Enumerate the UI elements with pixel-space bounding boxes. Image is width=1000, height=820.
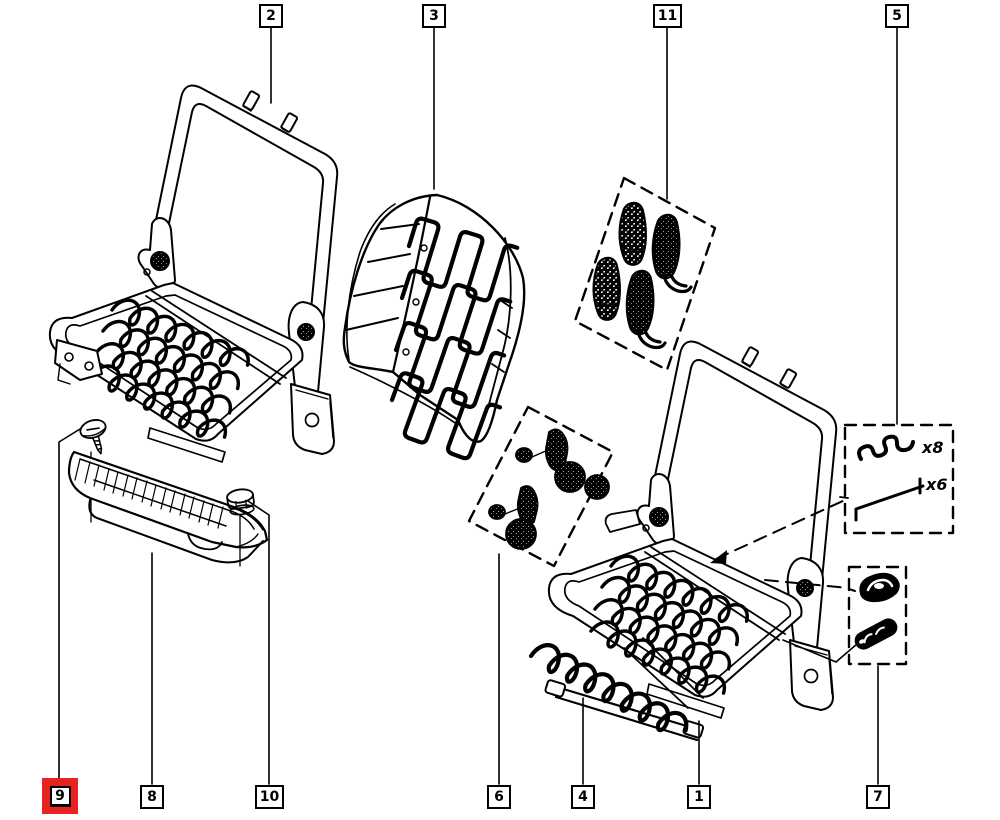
callout-7[interactable]: 7 (866, 785, 890, 809)
callout-leader-lines (58, 27, 898, 785)
callout-9[interactable]: 9 (49, 785, 71, 807)
callout-10[interactable]: 10 (255, 785, 284, 809)
callout-number: 11 (657, 8, 678, 24)
backrest-pad-drawing (342, 193, 526, 464)
trim-parts-box-drawing (847, 565, 908, 666)
rod-drawing (854, 477, 925, 522)
knob-kit-drawing (467, 405, 615, 568)
callout-number: 2 (266, 8, 276, 24)
callout-8[interactable]: 8 (140, 785, 164, 809)
callout-6[interactable]: 6 (487, 785, 511, 809)
callout-3[interactable]: 3 (422, 4, 446, 28)
callout-number: 4 (578, 789, 588, 805)
callout-number: 5 (892, 8, 902, 24)
callout-number: 6 (494, 789, 504, 805)
callout-1[interactable]: 1 (687, 785, 711, 809)
callout-5[interactable]: 5 (885, 4, 909, 28)
storage-tray-drawing (67, 450, 269, 564)
foam-pad-kit-drawing (573, 176, 717, 372)
callout-number: 8 (147, 789, 157, 805)
reference-dashed-lines (710, 499, 858, 663)
callout-number: 9 (55, 787, 65, 804)
callout-number: 7 (873, 789, 883, 805)
callout-number: 1 (694, 789, 704, 805)
fastener-kit-box-drawing (839, 423, 955, 535)
nut-drawing (226, 488, 255, 567)
wire-clip-drawing (857, 434, 915, 461)
callout-4[interactable]: 4 (571, 785, 595, 809)
seat-frame-assembly-drawing (50, 86, 337, 462)
callout-2[interactable]: 2 (259, 4, 283, 28)
clip-quantity-label: x8 (922, 438, 944, 457)
callout-9-highlight[interactable]: 9 (42, 778, 78, 814)
callout-number: 10 (259, 789, 280, 805)
rod-quantity-label: x6 (926, 475, 948, 494)
lever-handle-drawing (854, 618, 898, 650)
arrowhead-icon (710, 550, 727, 564)
callout-11[interactable]: 11 (653, 4, 682, 28)
callout-number: 3 (429, 8, 439, 24)
